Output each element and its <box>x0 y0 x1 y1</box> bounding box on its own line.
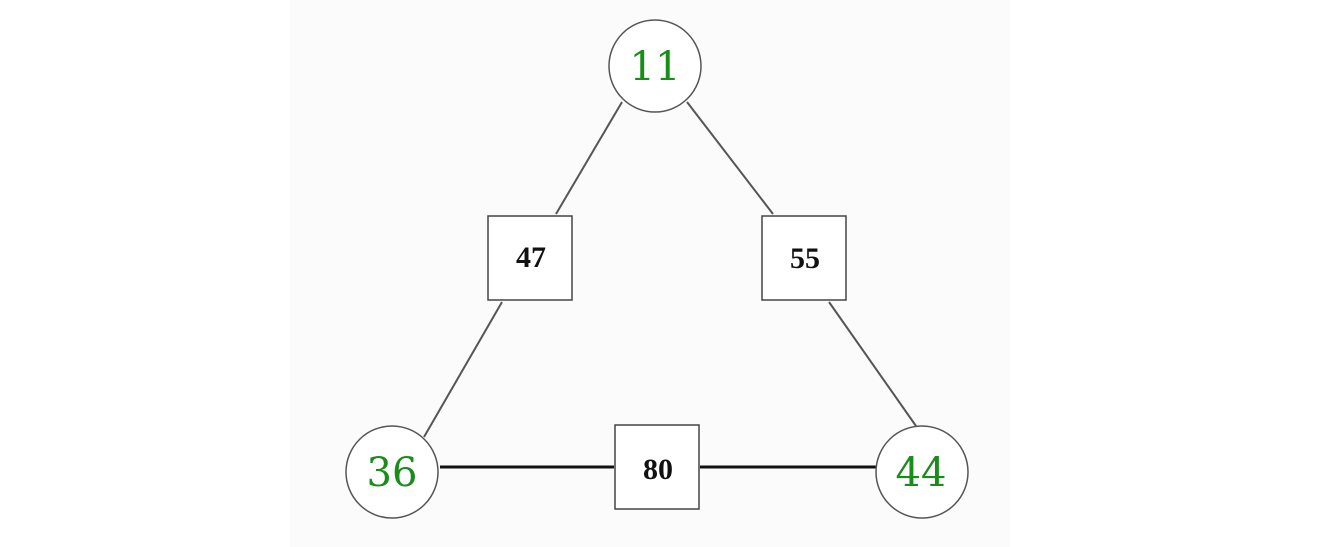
box-node-right-value: 55 <box>790 242 820 275</box>
box-node-left: 47 <box>487 215 573 301</box>
box-node-right: 55 <box>761 215 847 301</box>
box-node-bottom-value: 80 <box>643 453 673 486</box>
box-node-left-value: 47 <box>516 241 546 274</box>
box-node-bottom: 80 <box>614 424 700 510</box>
edge-top-to-right-box <box>686 101 774 215</box>
circle-node-top: 11 <box>608 19 702 113</box>
edge-top-to-left-box <box>555 101 623 215</box>
circle-node-bottom-left: 36 <box>345 425 439 519</box>
edge-left-box-to-bottom-left <box>423 301 503 438</box>
circle-node-bottom-left-value: 36 <box>367 450 418 496</box>
circle-node-bottom-right-value: 44 <box>896 450 947 496</box>
circle-node-top-value: 11 <box>630 44 681 90</box>
circle-node-bottom-right: 44 <box>875 425 969 519</box>
edge-right-box-to-bottom-right <box>828 301 917 427</box>
